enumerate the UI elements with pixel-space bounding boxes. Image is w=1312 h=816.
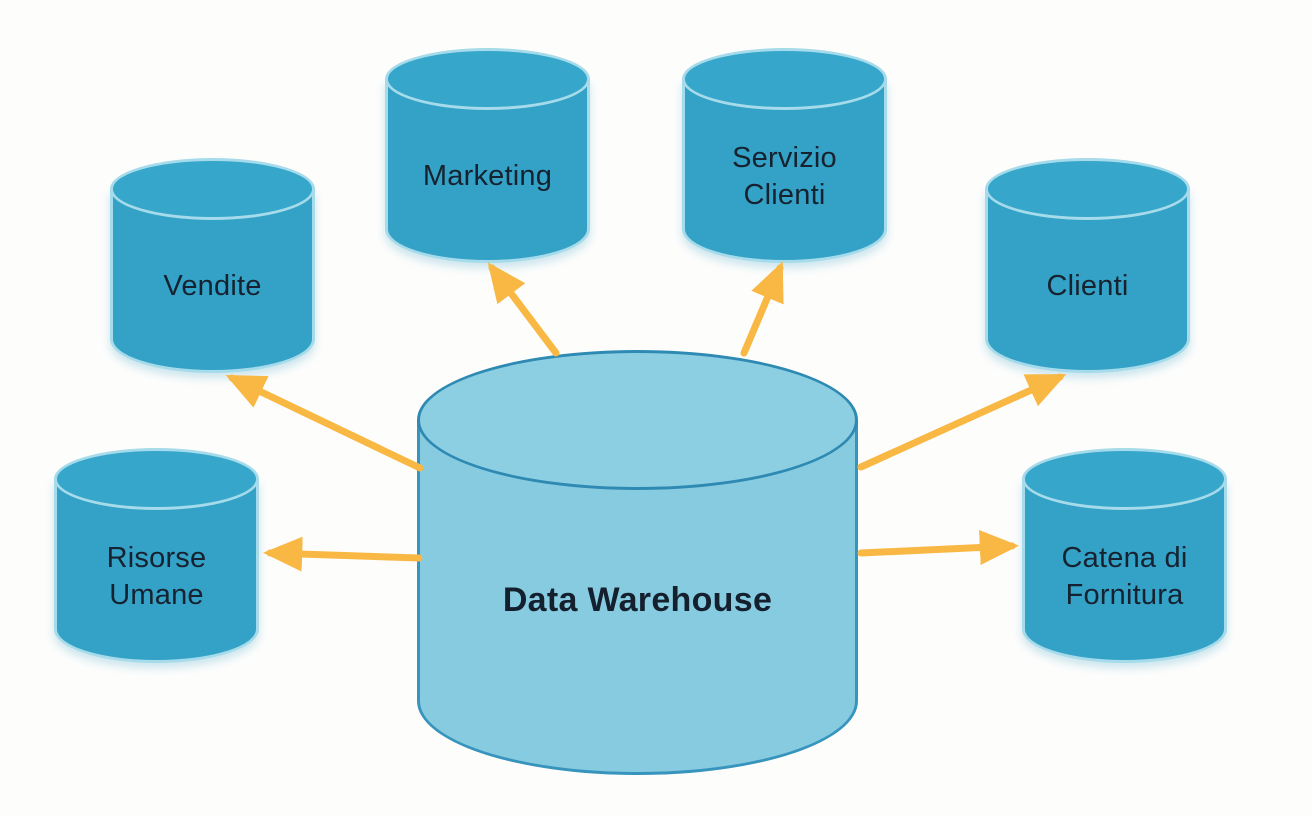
- node-label: Data Warehouse: [502, 580, 773, 619]
- arrow-data-warehouse-to-catena-di-fornitura: [857, 530, 1019, 565]
- node-clienti: Clienti: [985, 158, 1190, 373]
- cylinder-top: [110, 158, 315, 220]
- cylinder-top: [385, 48, 590, 110]
- node-data-warehouse: Data Warehouse: [417, 350, 858, 775]
- cylinder-top: [1022, 448, 1227, 510]
- node-label: Clienti: [1046, 270, 1129, 303]
- node-label: Catena di Fornitura: [1061, 542, 1188, 611]
- node-vendite: Vendite: [110, 158, 315, 373]
- node-label: Servizio Clienti: [732, 142, 837, 211]
- cylinder-body: [985, 189, 1190, 373]
- node-marketing: Marketing: [385, 48, 590, 263]
- arrow-data-warehouse-to-risorse-umane: [263, 536, 423, 572]
- node-catena-di-fornitura: Catena di Fornitura: [1022, 448, 1227, 663]
- node-label: Vendite: [163, 270, 262, 303]
- node-servizio-clienti: Servizio Clienti: [682, 48, 887, 263]
- cylinder-top: [682, 48, 887, 110]
- node-label: Marketing: [422, 160, 553, 193]
- node-label: Risorse Umane: [106, 542, 207, 611]
- arrow-data-warehouse-to-marketing: [487, 262, 560, 357]
- arrow-data-warehouse-to-vendite: [225, 374, 424, 472]
- cylinder-top: [417, 350, 858, 490]
- node-risorse-umane: Risorse Umane: [54, 448, 259, 663]
- cylinder-top: [54, 448, 259, 510]
- cylinder-top: [985, 158, 1190, 220]
- arrow-data-warehouse-to-servizio-clienti: [740, 261, 784, 357]
